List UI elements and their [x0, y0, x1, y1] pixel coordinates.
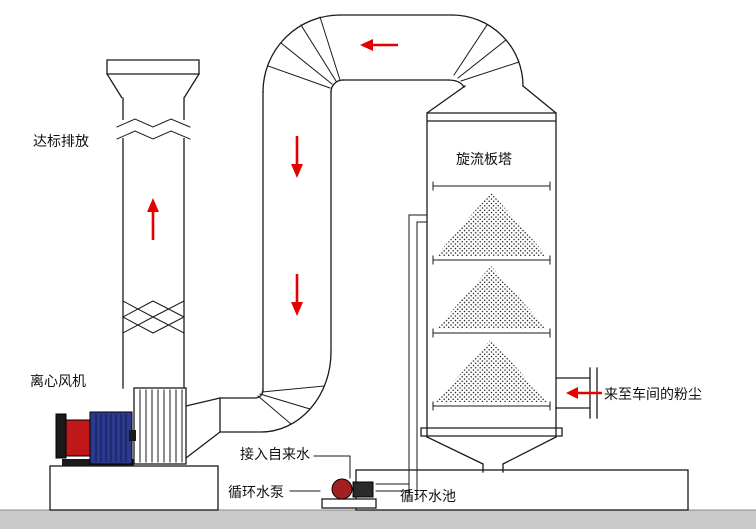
- floor-band: [0, 510, 756, 529]
- flow-arrows: [147, 39, 602, 399]
- duct-bend-bottom: [219, 351, 332, 433]
- label-emission: 达标排放: [33, 133, 89, 149]
- tap-water-pipe: [313, 455, 351, 479]
- fan-housing: [133, 387, 187, 465]
- duct-bend-top-left-segments: [267, 16, 341, 89]
- label-tap-water: 接入自来水: [240, 446, 310, 462]
- motor-cooling-fins: [95, 414, 127, 462]
- stack-expansion-joint: [122, 300, 185, 334]
- fan-foundation: [49, 465, 219, 511]
- scrubber-tower: [408, 85, 598, 498]
- down-flow-arrowhead-2-icon: [291, 302, 303, 316]
- tower-drain-funnel: [426, 436, 557, 473]
- circulation-pump-assembly: [289, 455, 410, 509]
- pump-discharge-pipe: [375, 483, 410, 492]
- water-pool: [355, 469, 689, 511]
- motor-shaft: [129, 430, 136, 441]
- dust-inlet-duct: [555, 367, 598, 419]
- label-dust-source: 来至车间的粉尘: [604, 386, 702, 402]
- circulation-riser-pipe: [408, 214, 428, 498]
- centrifugal-fan: [55, 387, 187, 466]
- pump-motor: [352, 481, 374, 498]
- swirl-cone-1: [436, 192, 547, 256]
- duct-walls: [262, 14, 453, 391]
- swirl-cone-2: [436, 266, 547, 329]
- tower-bottom-flange: [420, 427, 563, 437]
- pump-volute: [331, 478, 353, 500]
- foundations: [49, 465, 689, 511]
- connecting-duct: [185, 14, 524, 459]
- duct-bend-top-right-segments: [453, 24, 520, 82]
- swirl-cone-3: [436, 339, 547, 402]
- swirl-tray-lines: [432, 181, 551, 411]
- duct-bend-top-right: [447, 14, 524, 88]
- label-tower: 旋流板塔: [456, 151, 512, 167]
- stack-flare: [106, 59, 200, 99]
- motor-end-cap: [55, 413, 67, 459]
- fan-housing-louvers: [139, 389, 183, 463]
- left-flow-arrowhead-icon: [360, 39, 373, 51]
- pump-base: [321, 498, 377, 509]
- tower-shell: [426, 85, 557, 438]
- floor: [0, 509, 756, 529]
- duct-fan-transition: [185, 397, 221, 459]
- up-flow-arrowhead-icon: [147, 198, 159, 212]
- duct-bend-bottom-segments: [257, 385, 325, 425]
- label-water-pump: 循环水泵: [228, 484, 284, 500]
- stack-break-mask: [117, 120, 191, 138]
- labels: 达标排放 离心风机 旋流板塔 来至车间的粉尘 接入自来水 循环水泵 循环水池: [30, 133, 702, 504]
- label-water-pool: 循环水池: [400, 488, 456, 504]
- motor-junction-box: [65, 419, 91, 457]
- down-flow-arrowhead-1-icon: [291, 164, 303, 178]
- stack-body: [122, 97, 185, 389]
- exhaust-stack: [106, 59, 200, 389]
- inlet-flow-arrowhead-icon: [566, 387, 578, 399]
- stack-break-zigzag: [116, 118, 191, 140]
- label-fan: 离心风机: [30, 373, 86, 389]
- duct-bend-top-left: [262, 14, 344, 93]
